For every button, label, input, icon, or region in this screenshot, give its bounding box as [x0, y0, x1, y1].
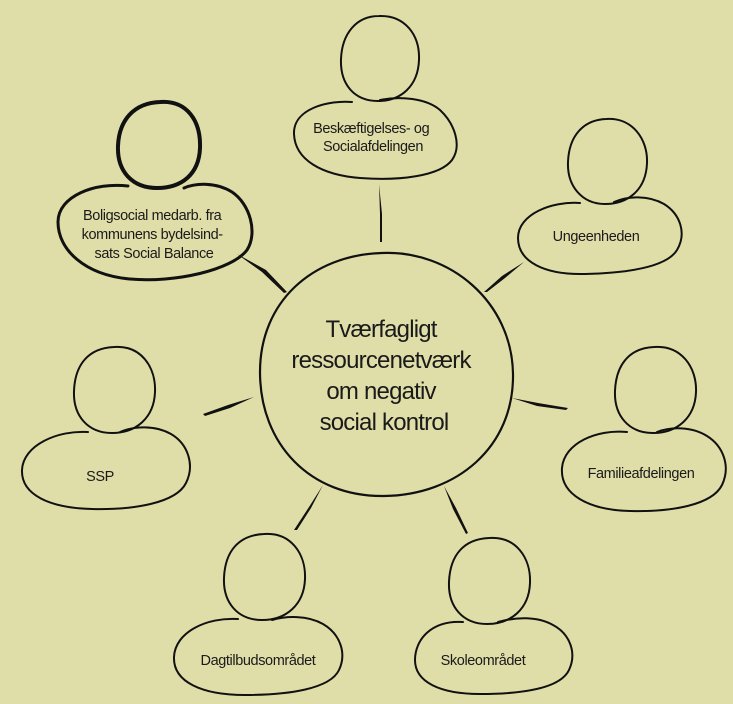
- connector-dagtilbud: [294, 485, 323, 530]
- connector-beskaeftigelses: [379, 184, 382, 242]
- center-node: Tværfagligt ressourcenetværk om negativ …: [258, 251, 515, 498]
- person-body-icon: [560, 427, 727, 513]
- label-line-1: Boligsocial medarb. fra: [83, 208, 223, 224]
- label-line-1: Familieafdelingen: [588, 466, 695, 482]
- person-beskaeftigelses: Beskæftigelses- og Socialafdelingen: [292, 14, 458, 180]
- center-line-2: ressourcenetværk: [291, 347, 472, 374]
- person-body-icon: [56, 182, 254, 282]
- person-head-icon: [566, 117, 649, 205]
- label-line-1: Dagtilbudsområdet: [201, 653, 316, 669]
- person-body-icon: [517, 196, 683, 276]
- center-title: Tværfagligt ressourcenetværk om negativ …: [291, 316, 476, 436]
- person-ssp: SSP: [20, 345, 191, 511]
- person-label: SSP: [86, 469, 114, 485]
- person-head-icon: [339, 14, 421, 102]
- connector-familie: [512, 398, 568, 410]
- person-body-icon: [172, 616, 344, 696]
- person-head-icon: [447, 536, 532, 625]
- label-line-2: kommunens bydelsind-: [82, 227, 224, 243]
- person-boligsocial: Boligsocial medarb. fra kommunens bydels…: [56, 99, 254, 282]
- label-line-1: SSP: [86, 469, 114, 485]
- person-body-icon: [414, 617, 574, 695]
- connector-boligsocial: [237, 254, 287, 293]
- person-label: Skoleområdet: [441, 653, 526, 669]
- person-head-icon: [72, 345, 157, 434]
- center-line-1: Tværfagligt: [325, 316, 437, 343]
- person-head-icon: [613, 345, 698, 434]
- person-familieafdelingen: Familieafdelingen: [560, 345, 727, 513]
- label-line-1: Beskæftigelses- og: [313, 121, 429, 137]
- person-skole: Skoleområdet: [414, 536, 574, 695]
- connector-skole: [444, 486, 468, 534]
- label-line-3: sats Social Balance: [95, 246, 214, 262]
- label-line-2: Socialafdelingen: [323, 139, 423, 155]
- center-line-4: social kontrol: [320, 409, 449, 436]
- label-line-1: Ungeenheden: [553, 229, 640, 245]
- connector-lines: [203, 184, 568, 534]
- connector-ungeenheden: [484, 262, 524, 292]
- person-label: Familieafdelingen: [588, 466, 695, 482]
- person-label: Ungeenheden: [553, 229, 640, 245]
- person-head-icon: [222, 532, 307, 621]
- person-body-icon: [292, 97, 458, 180]
- label-line-1: Skoleområdet: [441, 653, 526, 669]
- person-label: Beskæftigelses- og Socialafdelingen: [313, 121, 433, 155]
- person-label: Boligsocial medarb. fra kommunens bydels…: [82, 208, 227, 262]
- person-ungeenheden: Ungeenheden: [517, 117, 683, 276]
- center-line-3: om negativ: [326, 378, 436, 405]
- connector-ssp: [203, 397, 254, 416]
- person-body-icon: [20, 426, 191, 511]
- person-label: Dagtilbudsområdet: [201, 653, 316, 669]
- person-head-icon: [115, 99, 203, 190]
- center-circle: [258, 251, 515, 498]
- person-dagtilbud: Dagtilbudsområdet: [172, 532, 344, 696]
